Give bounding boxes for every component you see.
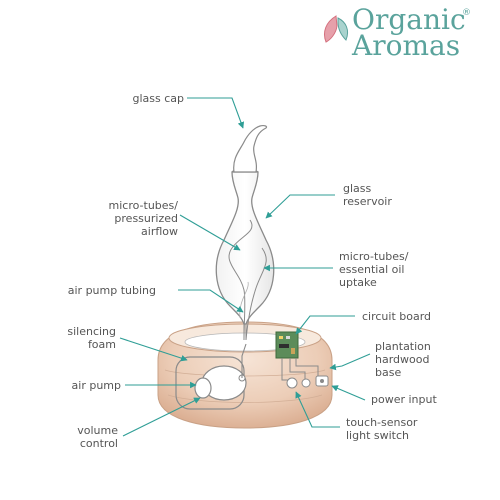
- label-power-input: power input: [371, 393, 437, 406]
- leader-glass-cap: [187, 97, 245, 129]
- label-micro-tubes-uptake: micro-tubes/ essential oil uptake: [339, 250, 409, 289]
- leader-volume-control: [122, 397, 201, 437]
- brand-logo: Organic Aromas ®: [318, 6, 500, 62]
- touch-sensor-shape: [286, 377, 311, 389]
- label-circuit-board: circuit board: [362, 310, 432, 323]
- leader-glass-reservoir: [265, 194, 335, 219]
- label-silencing-foam: silencing foam: [67, 325, 116, 351]
- label-air-pump-tubing: air pump tubing: [67, 284, 156, 297]
- leader-lines: [119, 97, 371, 437]
- leader-silencing-foam: [119, 337, 188, 362]
- circuit-board-shape: [275, 331, 299, 359]
- leader-touch-sensor: [295, 391, 340, 428]
- leader-plantation-base: [329, 353, 371, 371]
- leader-circuit-board: [295, 315, 355, 335]
- label-air-pump: air pump: [71, 379, 121, 392]
- brand-registered-mark: ®: [462, 8, 471, 18]
- power-input-shape: [315, 375, 329, 387]
- air-pump-tubing-shape: [241, 343, 247, 378]
- brand-leaf-icon: [323, 15, 349, 43]
- brand-line-2: Aromas: [352, 29, 461, 62]
- leader-air-pump-tubing: [178, 289, 244, 313]
- glass-cap-shape: [233, 125, 268, 173]
- label-glass-reservoir: glass reservoir: [343, 182, 392, 208]
- label-plantation-base: plantation hardwood base: [375, 340, 431, 379]
- leader-micro-tubes-airflow: [179, 214, 241, 251]
- label-glass-cap: glass cap: [132, 92, 184, 105]
- leader-power-input: [331, 385, 366, 401]
- micro-tubes-shape: [228, 219, 267, 341]
- label-micro-tubes-airflow: micro-tubes/ pressurized airflow: [108, 199, 178, 238]
- label-volume-control: volume control: [77, 424, 118, 450]
- label-touch-sensor: touch-sensor light switch: [346, 416, 418, 442]
- hardwood-base: [157, 321, 333, 429]
- brand-line-1: Organic: [352, 3, 466, 36]
